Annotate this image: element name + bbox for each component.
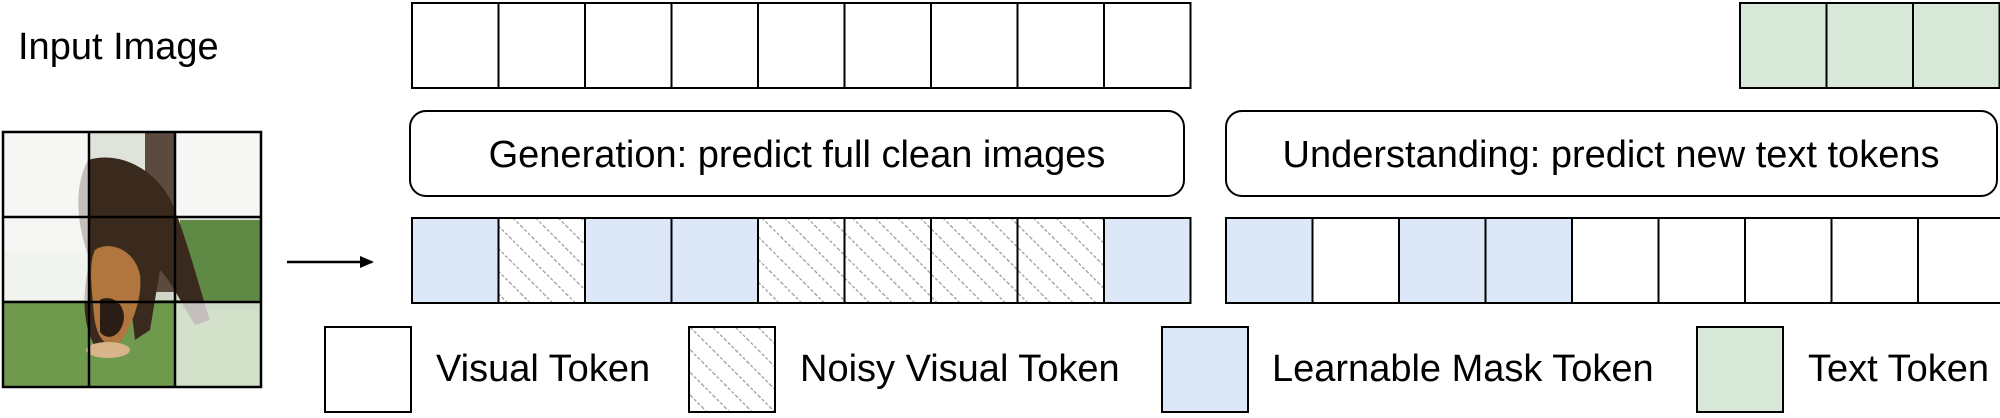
top-token-visual bbox=[411, 2, 500, 89]
understanding-box: Understanding: predict new text tokens bbox=[1225, 110, 1998, 197]
generation-token-noisy bbox=[757, 217, 846, 304]
legend-label-mask: Learnable Mask Token bbox=[1272, 348, 1654, 390]
understanding-token-mask bbox=[1225, 217, 1314, 304]
generation-token-noisy bbox=[843, 217, 932, 304]
legend-label-visual: Visual Token bbox=[436, 348, 650, 390]
top-token-visual bbox=[757, 2, 846, 89]
understanding-token-visual bbox=[1571, 217, 1660, 304]
understanding-token-visual bbox=[1311, 217, 1400, 304]
understanding-token-row bbox=[1225, 217, 2000, 304]
legend-label-noisy: Noisy Visual Token bbox=[800, 348, 1120, 390]
generation-token-mask bbox=[670, 217, 759, 304]
input-image bbox=[1, 130, 263, 389]
generation-token-noisy bbox=[497, 217, 586, 304]
understanding-token-mask bbox=[1398, 217, 1487, 304]
generation-box-label: Generation: predict full clean images bbox=[489, 134, 1106, 176]
text-token-row bbox=[1739, 2, 2000, 89]
top-token-visual bbox=[584, 2, 673, 89]
understanding-token-visual bbox=[1657, 217, 1746, 304]
top-token-visual bbox=[497, 2, 586, 89]
input-image-label: Input Image bbox=[18, 26, 219, 68]
legend-swatch-text bbox=[1696, 326, 1784, 413]
legend-swatch-noisy bbox=[688, 326, 776, 413]
top-right-token-text bbox=[1912, 2, 2000, 89]
understanding-box-label: Understanding: predict new text tokens bbox=[1283, 134, 1940, 176]
legend-swatch-mask bbox=[1161, 326, 1249, 413]
generation-token-mask bbox=[584, 217, 673, 304]
top-token-visual bbox=[670, 2, 759, 89]
understanding-token-visual bbox=[1744, 217, 1833, 304]
top-token-visual bbox=[1016, 2, 1105, 89]
generation-token-noisy bbox=[1016, 217, 1105, 304]
top-token-row bbox=[411, 2, 1192, 89]
top-token-visual bbox=[1103, 2, 1192, 89]
top-token-visual bbox=[930, 2, 1019, 89]
top-right-token-text bbox=[1825, 2, 1914, 89]
generation-token-noisy bbox=[930, 217, 1019, 304]
legend-label-text: Text Token bbox=[1808, 348, 1989, 390]
generation-box: Generation: predict full clean images bbox=[409, 110, 1185, 197]
understanding-token-mask bbox=[1484, 217, 1573, 304]
top-token-visual bbox=[843, 2, 932, 89]
top-right-token-text bbox=[1739, 2, 1828, 89]
understanding-token-visual bbox=[1830, 217, 1919, 304]
understanding-token-visual bbox=[1917, 217, 2000, 304]
generation-token-row bbox=[411, 217, 1192, 304]
legend-swatch-visual bbox=[324, 326, 412, 413]
generation-token-mask bbox=[1103, 217, 1192, 304]
legend: Visual Token Noisy Visual Token Learnabl… bbox=[324, 326, 1989, 413]
generation-token-mask bbox=[411, 217, 500, 304]
